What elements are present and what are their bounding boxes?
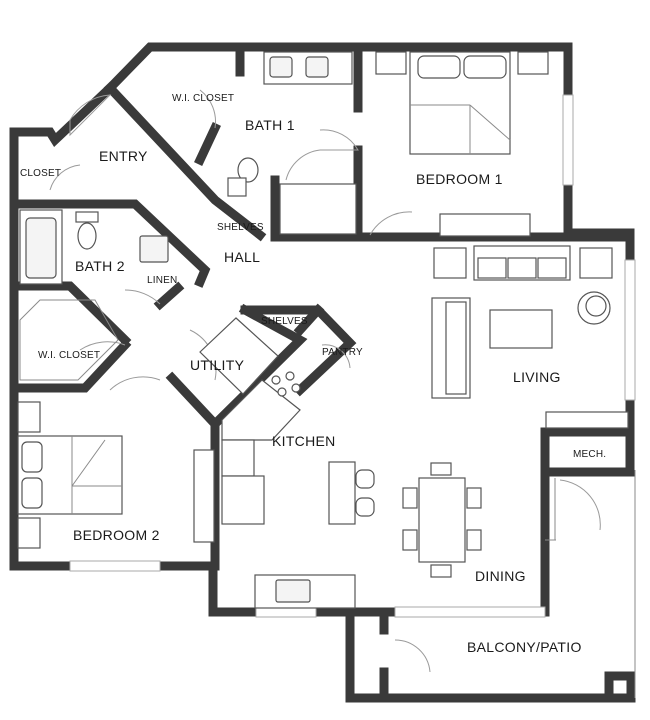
- label-bedroom1: BEDROOM 1: [416, 171, 503, 187]
- label-pantry: PANTRY: [322, 347, 363, 358]
- label-bath1: BATH 1: [245, 117, 295, 133]
- label-utility: UTILITY: [190, 357, 245, 373]
- label-wi-closet-1: W.I. CLOSET: [172, 93, 234, 104]
- label-shelves-utility: SHELVES: [261, 316, 308, 327]
- label-dining: DINING: [475, 568, 526, 584]
- room-labels: W.I. CLOSET BATH 1 ENTRY CLOSET BEDROOM …: [20, 93, 606, 655]
- label-kitchen: KITCHEN: [272, 433, 336, 449]
- label-living: LIVING: [513, 369, 561, 385]
- label-linen: LINEN: [147, 275, 177, 286]
- furniture: [17, 51, 629, 609]
- label-entry: ENTRY: [99, 148, 148, 164]
- label-wi-closet-2: W.I. CLOSET: [38, 350, 100, 361]
- walls: [9, 42, 636, 703]
- label-closet: CLOSET: [20, 168, 61, 179]
- label-hall: HALL: [224, 249, 260, 265]
- label-mech: MECH.: [573, 449, 606, 460]
- label-bedroom2: BEDROOM 2: [73, 527, 160, 543]
- label-bath2: BATH 2: [75, 258, 125, 274]
- label-balcony: BALCONY/PATIO: [467, 639, 582, 655]
- label-shelves-hall: SHELVES: [217, 222, 264, 233]
